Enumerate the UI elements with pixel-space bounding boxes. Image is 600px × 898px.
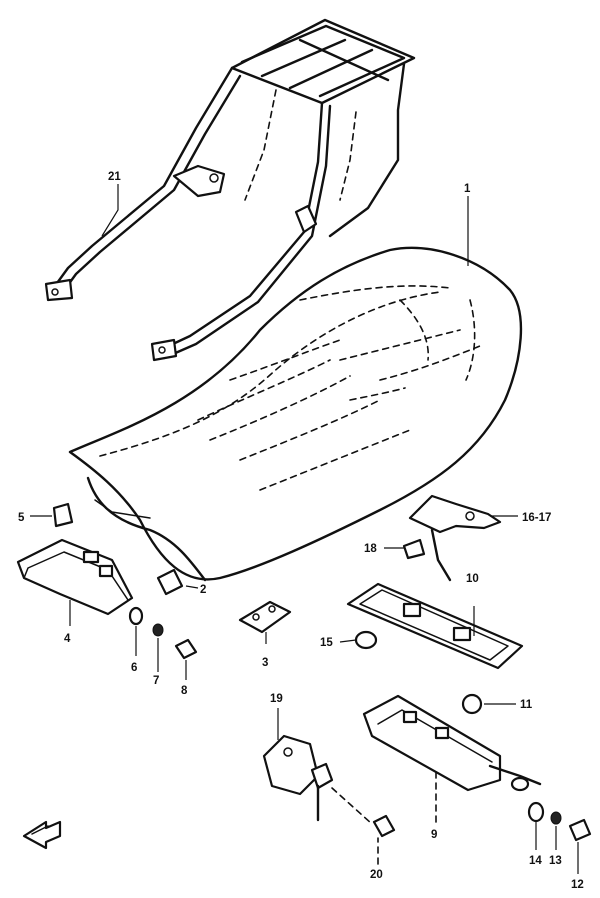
callout-labels: 1 2 3 4 5 6 7 8 9 10 11 12 13 14 15 16-1… <box>18 171 584 891</box>
callout-13: 13 <box>549 855 562 867</box>
cushion-part-18 <box>402 538 426 560</box>
rear-carrier-rail <box>44 18 416 362</box>
callout-2: 2 <box>200 584 206 596</box>
seat-base-plate-part-10 <box>346 582 524 670</box>
washer-part-6 <box>128 606 144 626</box>
cushion-part-15 <box>354 630 378 650</box>
callout-14: 14 <box>529 855 542 867</box>
callout-8: 8 <box>181 685 188 697</box>
callout-6: 6 <box>131 662 137 674</box>
seat-assembly <box>68 246 523 582</box>
callout-1: 1 <box>464 183 471 195</box>
seat-lock-part-19 <box>262 734 334 822</box>
callout-16-17: 16-17 <box>522 512 551 524</box>
callout-21: 21 <box>108 171 121 183</box>
bolt-part-12 <box>568 818 592 842</box>
seat-bracket-part-4 <box>16 538 134 616</box>
callout-4: 4 <box>64 633 71 645</box>
leader-lines <box>30 184 579 874</box>
callout-20: 20 <box>370 869 383 881</box>
washer-part-14 <box>527 801 545 823</box>
callout-5: 5 <box>18 512 25 524</box>
cushion-part-5 <box>52 502 74 528</box>
lock-bracket-part-9 <box>362 694 542 792</box>
callout-12: 12 <box>571 879 584 891</box>
bolt-part-20 <box>372 814 396 838</box>
callout-15: 15 <box>320 637 333 649</box>
cap-part-11 <box>461 693 483 715</box>
bolt-part-8 <box>174 638 198 660</box>
callout-18: 18 <box>364 543 377 555</box>
cushion-part-2 <box>156 568 184 596</box>
callout-10: 10 <box>466 573 479 585</box>
front-direction-arrow-icon <box>22 820 62 850</box>
callout-11: 11 <box>520 699 533 711</box>
hinge-bracket-part-16-17 <box>408 494 502 582</box>
nut-part-7 <box>152 623 164 637</box>
nut-part-13 <box>550 811 562 825</box>
plate-part-3 <box>238 600 292 634</box>
callout-19: 19 <box>270 693 283 705</box>
callout-3: 3 <box>262 657 268 669</box>
callout-9: 9 <box>431 829 437 841</box>
callout-7: 7 <box>153 675 159 687</box>
